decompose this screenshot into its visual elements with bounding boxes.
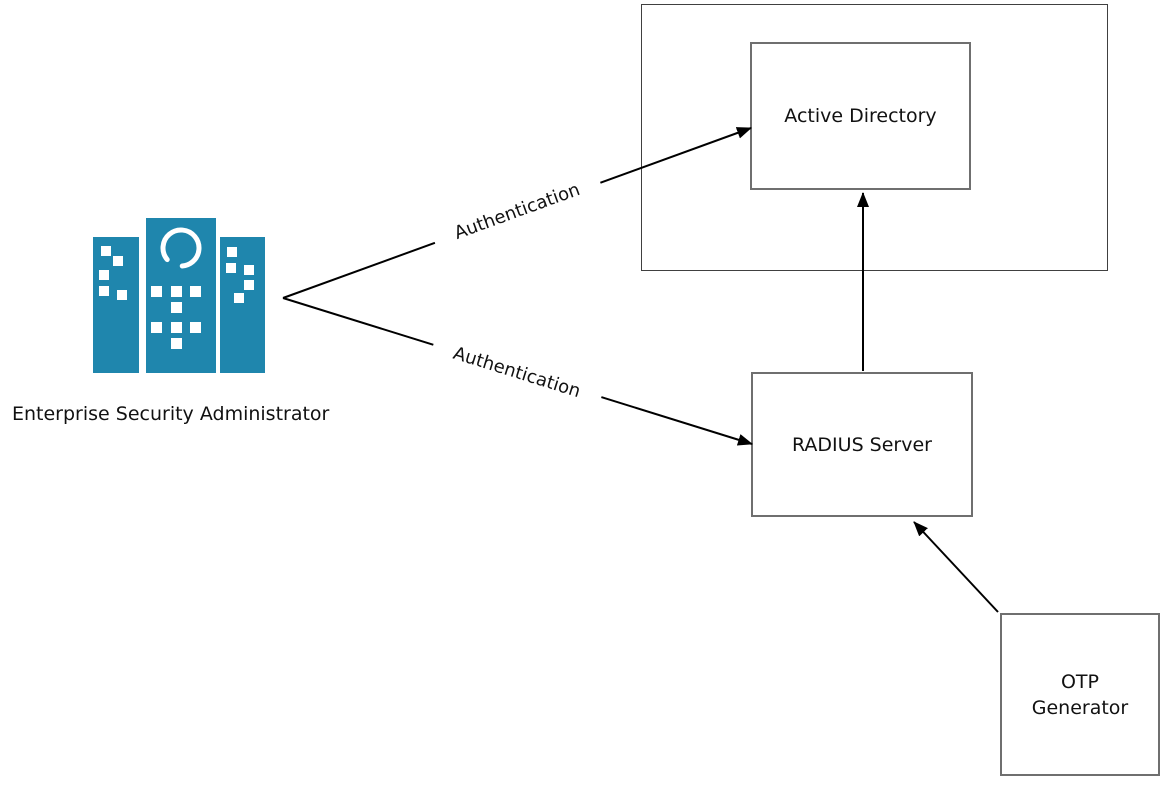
- node-radius-server: RADIUS Server: [751, 372, 973, 517]
- enterprise-admin-label: Enterprise Security Administrator: [12, 403, 330, 425]
- edge-otp-to-radius: [913, 521, 999, 613]
- edge-label-admin-to-active-directory: Authentication: [429, 167, 605, 255]
- authentication-label-upper: Authentication: [451, 179, 582, 244]
- node-otp-generator: OTP Generator: [1000, 613, 1160, 776]
- otp-generator-label: OTP Generator: [1031, 670, 1129, 719]
- edge-label-backing: [428, 332, 606, 412]
- building-right: [220, 237, 265, 373]
- edge-label-backing: [429, 167, 605, 255]
- node-active-directory: Active Directory: [750, 42, 971, 190]
- active-directory-group-box: [641, 4, 1108, 271]
- radius-server-label: RADIUS Server: [792, 433, 932, 456]
- ring-logo-icon: [160, 227, 202, 269]
- building-windows: [99, 246, 254, 349]
- active-directory-label: Active Directory: [784, 105, 937, 127]
- edge-label-admin-to-radius: Authentication: [428, 332, 606, 412]
- enterprise-buildings-icon: [93, 218, 265, 373]
